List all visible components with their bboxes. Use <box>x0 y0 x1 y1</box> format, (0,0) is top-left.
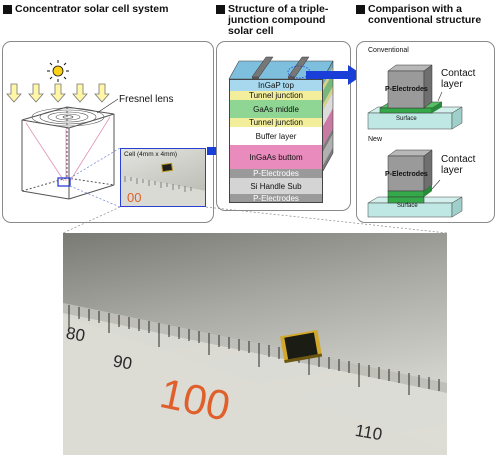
fresnel-lens-label: Fresnel lens <box>119 94 174 105</box>
conventional-electrode-label: P-Electrodes <box>385 86 428 93</box>
conventional-contact-label: Contact layer <box>441 68 476 90</box>
zoom-connector-lines <box>62 206 448 234</box>
layer-ingaas-bottom: InGaAs buttom <box>229 145 323 169</box>
section-title-comparison: Comparison with a conventional structure <box>368 3 482 26</box>
layer-p-electrodes-1: P-Electrodes <box>229 169 323 178</box>
ruler-number-90: 90 <box>111 351 134 374</box>
inset-ruler-number: 00 <box>127 190 142 205</box>
section-bullet <box>356 5 365 14</box>
cell-marker <box>57 177 71 187</box>
new-structure <box>367 149 463 218</box>
layer-si-handle-sub: Si Handle Sub <box>229 178 323 194</box>
inset-ruler <box>121 162 205 206</box>
cell-photo: 80 90 100 110 <box>63 233 447 455</box>
section-title-structure: Structure of a triple- junction compound… <box>228 3 329 37</box>
photo-ruler <box>63 303 447 455</box>
layer-buffer: Buffer layer <box>229 127 323 145</box>
solar-cell-chip <box>280 329 323 364</box>
cell-size-label: Cell (4mm x 4mm) <box>124 151 178 158</box>
arrow-right-icon <box>306 65 363 85</box>
sunlight-arrows <box>6 83 110 103</box>
conventional-surface-label: Surface <box>396 116 417 122</box>
comparison-illustration <box>367 64 463 218</box>
layer-tunnel-junction-1: Tunnel junction <box>229 91 323 100</box>
conventional-structure <box>367 64 463 130</box>
section-bullet <box>3 5 12 14</box>
sun-icon <box>47 60 69 82</box>
fresnel-lens <box>31 107 105 127</box>
layer-ingap-top: InGaP top <box>229 79 323 91</box>
section-bullet <box>216 5 225 14</box>
conventional-label: Conventional <box>368 47 409 54</box>
layer-tunnel-junction-2: Tunnel junction <box>229 118 323 127</box>
new-label: New <box>368 136 383 143</box>
layer-p-electrodes-2: P-Electrodes <box>229 194 323 203</box>
new-surface-label: Surface <box>397 203 418 209</box>
layer-gaas-middle: GaAs middle <box>229 100 323 118</box>
new-electrode-label: P-Electrodes <box>385 171 428 178</box>
ruler-number-80: 80 <box>64 323 87 346</box>
new-contact-label: Contact layer <box>441 154 476 176</box>
section-title-system: Concentrator solar cell system <box>15 3 169 15</box>
concentrator-illustration <box>6 60 121 208</box>
cell-zoom-inset: Cell (4mm x 4mm) 00 <box>120 148 206 207</box>
